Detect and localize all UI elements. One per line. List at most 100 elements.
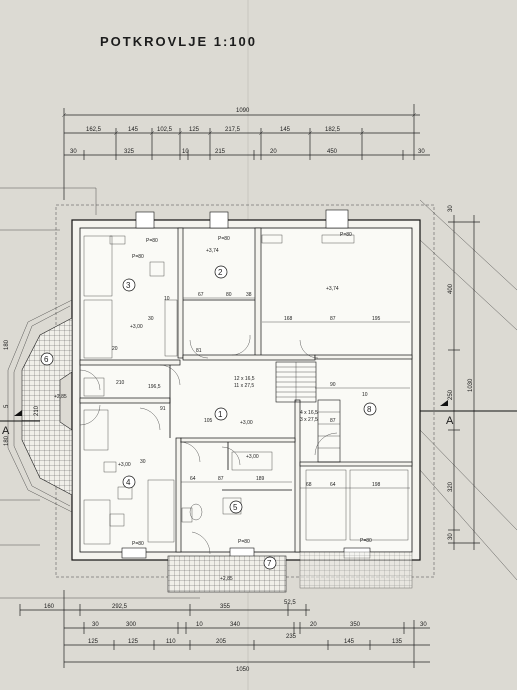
room-number: 7 bbox=[267, 559, 272, 568]
dim-label: 10 bbox=[196, 622, 203, 628]
dim-label: 182,5 bbox=[325, 127, 341, 133]
dim-label: 235 bbox=[286, 634, 297, 640]
dim-label: 198 bbox=[372, 482, 381, 488]
dim-label: 340 bbox=[230, 622, 241, 628]
stair-steps-text: 3 x 27,5 bbox=[300, 417, 318, 423]
top-dimension-lines bbox=[61, 104, 430, 200]
dim-label: 125 bbox=[88, 639, 99, 645]
dim-label: 20 bbox=[112, 346, 118, 352]
dim-label: 87 bbox=[218, 476, 224, 482]
dim-label: 30 bbox=[148, 316, 154, 322]
dim-label: 30 bbox=[70, 149, 77, 155]
window-label: P=80 bbox=[238, 539, 250, 545]
dim-label: 210 bbox=[34, 405, 40, 416]
top-dims-row1: 162,5 145 102,5 125 217,5 145 182,5 bbox=[86, 127, 341, 133]
dim-label: 168 bbox=[284, 316, 293, 322]
bottom-dims-row3: 125 125 110 205 235 145 135 bbox=[88, 634, 403, 645]
dim-label: 160 bbox=[44, 604, 55, 610]
room-labels: 1 +3,00 2 +3,74 3 +3,00 4 +3,00 5 +3,00 … bbox=[40, 248, 377, 582]
dim-label: 400 bbox=[448, 283, 454, 294]
dim-label: 355 bbox=[220, 604, 231, 610]
dim-label: 10 bbox=[164, 296, 170, 302]
dim-label: 30 bbox=[448, 205, 454, 212]
room-number: 4 bbox=[126, 478, 131, 487]
dim-label: 67 bbox=[198, 292, 204, 298]
right-dims: 30 400 250 1030 320 30 bbox=[448, 205, 474, 540]
dim-label: 180 bbox=[4, 435, 10, 446]
dim-label: 162,5 bbox=[86, 127, 102, 133]
window-label: P=80 bbox=[132, 541, 144, 547]
room-number: 6 bbox=[44, 355, 49, 364]
dim-label: 145 bbox=[280, 127, 291, 133]
bottom-dims-row1: 160 292,5 355 52,5 bbox=[44, 600, 296, 610]
dim-label: 10 bbox=[182, 149, 189, 155]
dim-label: 350 bbox=[350, 622, 361, 628]
room-level: +3,00 bbox=[130, 324, 143, 330]
dim-label: 215 bbox=[215, 149, 226, 155]
dim-label: 91 bbox=[160, 406, 166, 412]
dim-label: 217,5 bbox=[225, 127, 241, 133]
bottom-terrace bbox=[167, 551, 413, 593]
stair-steps-text: 4 x 16,5 bbox=[300, 410, 318, 416]
dim-label: 30 bbox=[420, 622, 427, 628]
window-label: P=80 bbox=[146, 238, 158, 244]
stair-steps-text: 11 x 27,5 bbox=[234, 383, 254, 389]
dim-label: 292,5 bbox=[112, 604, 128, 610]
dim-label: 90 bbox=[330, 382, 336, 388]
left-bay-balcony bbox=[7, 299, 73, 513]
stair-annotation: 12 x 16,5 11 x 27,5 4 x 16,5 3 x 27,5 bbox=[234, 376, 318, 423]
dim-label: 64 bbox=[330, 482, 336, 488]
dim-label: 125 bbox=[128, 639, 139, 645]
drawing-title: POTKROVLJE 1:100 bbox=[100, 34, 257, 49]
dim-label: 105 bbox=[204, 418, 213, 424]
dim-label: 20 bbox=[310, 622, 317, 628]
dim-label: 110 bbox=[166, 639, 176, 645]
dim-label: 81 bbox=[196, 348, 202, 354]
room-level: +3,00 bbox=[246, 454, 259, 460]
room-number: 3 bbox=[126, 281, 131, 290]
dim-label: 300 bbox=[126, 622, 137, 628]
dim-label: 125 bbox=[189, 127, 200, 133]
dim-label: 145 bbox=[344, 639, 355, 645]
room-number: 2 bbox=[218, 268, 223, 277]
roof-outline bbox=[0, 187, 517, 599]
dim-label: 5 bbox=[4, 404, 10, 408]
dim-label: 325 bbox=[124, 149, 135, 155]
dim-label: 135 bbox=[392, 639, 403, 645]
interior-walls bbox=[79, 227, 413, 553]
room-level: +3,74 bbox=[326, 286, 339, 292]
room-level: +3,00 bbox=[118, 462, 131, 468]
exterior-walls bbox=[71, 219, 421, 561]
window-label: P=80 bbox=[132, 254, 144, 260]
dim-label: 180 bbox=[4, 339, 10, 350]
dim-label: 38 bbox=[246, 292, 252, 298]
dim-label: 10 bbox=[362, 392, 368, 398]
dim-label: 87 bbox=[330, 316, 336, 322]
dim-label: 87 bbox=[330, 418, 336, 424]
dim-label: 210 bbox=[116, 380, 125, 386]
dim-label: 320 bbox=[448, 481, 454, 492]
window-label: P=80 bbox=[218, 236, 230, 242]
dim-label: 30 bbox=[92, 622, 99, 628]
window-labels: P=80 P=80 P=80 P=80 P=80 P=80 P=80 bbox=[132, 232, 372, 547]
dim-label: 80 bbox=[226, 292, 232, 298]
bottom-dimension-lines bbox=[19, 590, 430, 668]
dim-label: 205 bbox=[216, 639, 227, 645]
bottom-overall-dim: 1050 bbox=[236, 667, 250, 673]
dim-label: 189 bbox=[256, 476, 265, 482]
dim-label: 196,5 bbox=[148, 384, 161, 390]
dim-label: 68 bbox=[306, 482, 312, 488]
left-dims: 180 210 180 5 bbox=[4, 339, 40, 446]
room-level: +3,74 bbox=[206, 248, 219, 254]
room-level: +2,85 bbox=[54, 394, 67, 400]
section-mark-left: A bbox=[2, 425, 10, 437]
stair-steps-text: 12 x 16,5 bbox=[234, 376, 255, 382]
dim-label: 64 bbox=[190, 476, 196, 482]
dim-label: 52,5 bbox=[284, 600, 296, 606]
window-label: P=80 bbox=[340, 232, 352, 238]
section-mark-right: A bbox=[446, 415, 454, 427]
room-number: 1 bbox=[218, 410, 223, 419]
top-overall-dim: 1090 bbox=[236, 108, 250, 114]
dim-label: 250 bbox=[448, 389, 454, 400]
